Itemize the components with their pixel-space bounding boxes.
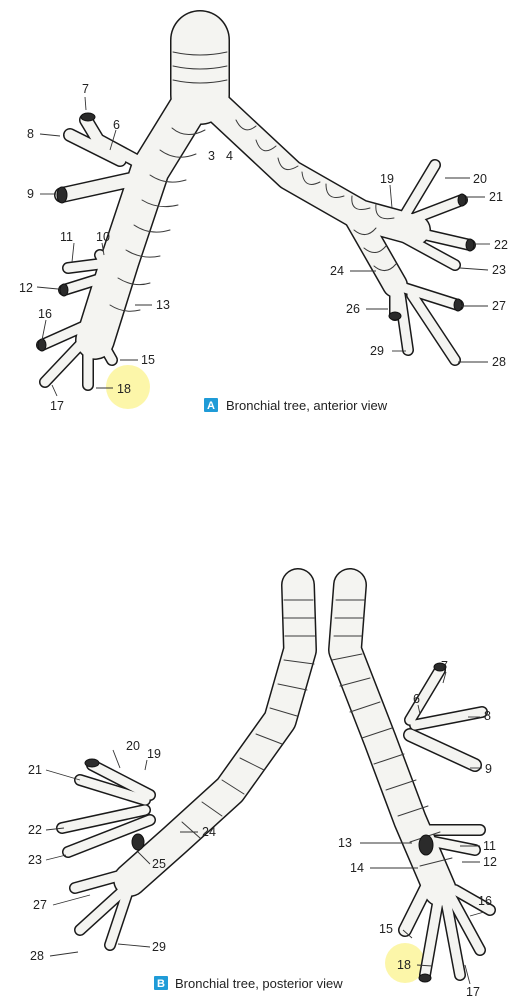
panel-a-labels: 7 6 8 3 4 9 11 10 12 13 16 15 18 17 20 1… <box>19 82 508 413</box>
panel-b-bronchi-fill <box>57 569 495 980</box>
label-b-22: 22 <box>28 823 42 837</box>
panel-a-cartilage-rings <box>109 51 397 312</box>
label-b-16: 16 <box>478 894 492 908</box>
label-b-29: 29 <box>152 940 166 954</box>
panel-b-labels: 7 6 8 20 19 9 21 22 24 23 25 13 11 12 14… <box>28 659 497 999</box>
label-a-17: 17 <box>50 399 64 413</box>
panel-b-openings <box>84 662 447 983</box>
label-a-7: 7 <box>82 82 89 96</box>
label-a-12: 12 <box>19 281 33 295</box>
label-a-13: 13 <box>156 298 170 312</box>
label-b-6: 6 <box>413 692 420 706</box>
label-b-19: 19 <box>147 747 161 761</box>
badge-a <box>204 398 218 412</box>
label-b-11: 11 <box>483 839 496 853</box>
label-a-10: 10 <box>96 230 110 244</box>
panel-a-caption: A Bronchial tree, anterior view <box>204 398 388 413</box>
label-b-15: 15 <box>379 922 393 936</box>
label-a-24: 24 <box>330 264 344 278</box>
highlight-marker-b <box>385 943 425 983</box>
panel-b-cartilage-rings <box>181 599 453 867</box>
label-a-6: 6 <box>113 118 120 132</box>
label-a-20: 20 <box>473 172 487 186</box>
label-a-15: 15 <box>141 353 155 367</box>
label-a-19: 19 <box>380 172 394 186</box>
label-b-18: 18 <box>397 958 411 972</box>
label-a-29: 29 <box>370 344 384 358</box>
label-a-21: 21 <box>489 190 503 204</box>
label-b-24: 24 <box>202 825 216 839</box>
highlight-marker-a <box>106 365 150 409</box>
label-b-17: 17 <box>466 985 480 999</box>
label-b-23: 23 <box>28 853 42 867</box>
caption-a: Bronchial tree, anterior view <box>226 398 388 413</box>
label-b-13: 13 <box>338 836 352 850</box>
label-b-27: 27 <box>33 898 47 912</box>
label-a-11: 11 <box>60 230 73 244</box>
label-b-25: 25 <box>152 857 166 871</box>
label-a-23: 23 <box>492 263 506 277</box>
panel-b-drawing: 7 6 8 20 19 9 21 22 24 23 25 13 11 12 14… <box>28 568 497 999</box>
label-a-9: 9 <box>27 187 34 201</box>
panel-b-caption: B Bronchial tree, posterior view <box>154 976 343 991</box>
panel-a-openings <box>37 112 475 352</box>
label-a-4: 4 <box>226 149 233 163</box>
label-a-3: 3 <box>208 149 215 163</box>
label-b-20: 20 <box>126 739 140 753</box>
label-b-14: 14 <box>350 861 364 875</box>
badge-b-letter: B <box>157 978 165 990</box>
badge-a-letter: A <box>207 400 215 412</box>
label-b-28: 28 <box>30 949 44 963</box>
badge-b <box>154 976 168 990</box>
label-b-8: 8 <box>484 709 491 723</box>
label-a-18: 18 <box>117 382 131 396</box>
label-a-27: 27 <box>492 299 506 313</box>
label-b-21: 21 <box>28 763 42 777</box>
panel-b-leader-lines <box>45 671 485 985</box>
label-b-12: 12 <box>483 855 497 869</box>
label-a-22: 22 <box>494 238 508 252</box>
label-b-7: 7 <box>441 659 448 673</box>
panel-a-bronchi-fill <box>37 11 475 390</box>
caption-b: Bronchial tree, posterior view <box>175 976 343 991</box>
label-a-28: 28 <box>492 355 506 369</box>
panel-a-leader-lines <box>36 96 490 397</box>
label-a-8: 8 <box>27 127 34 141</box>
label-a-26: 26 <box>346 302 360 316</box>
label-a-16: 16 <box>38 307 52 321</box>
panel-a-drawing: 7 6 8 3 4 9 11 10 12 13 16 15 18 17 20 1… <box>19 10 508 413</box>
label-b-9: 9 <box>485 762 492 776</box>
